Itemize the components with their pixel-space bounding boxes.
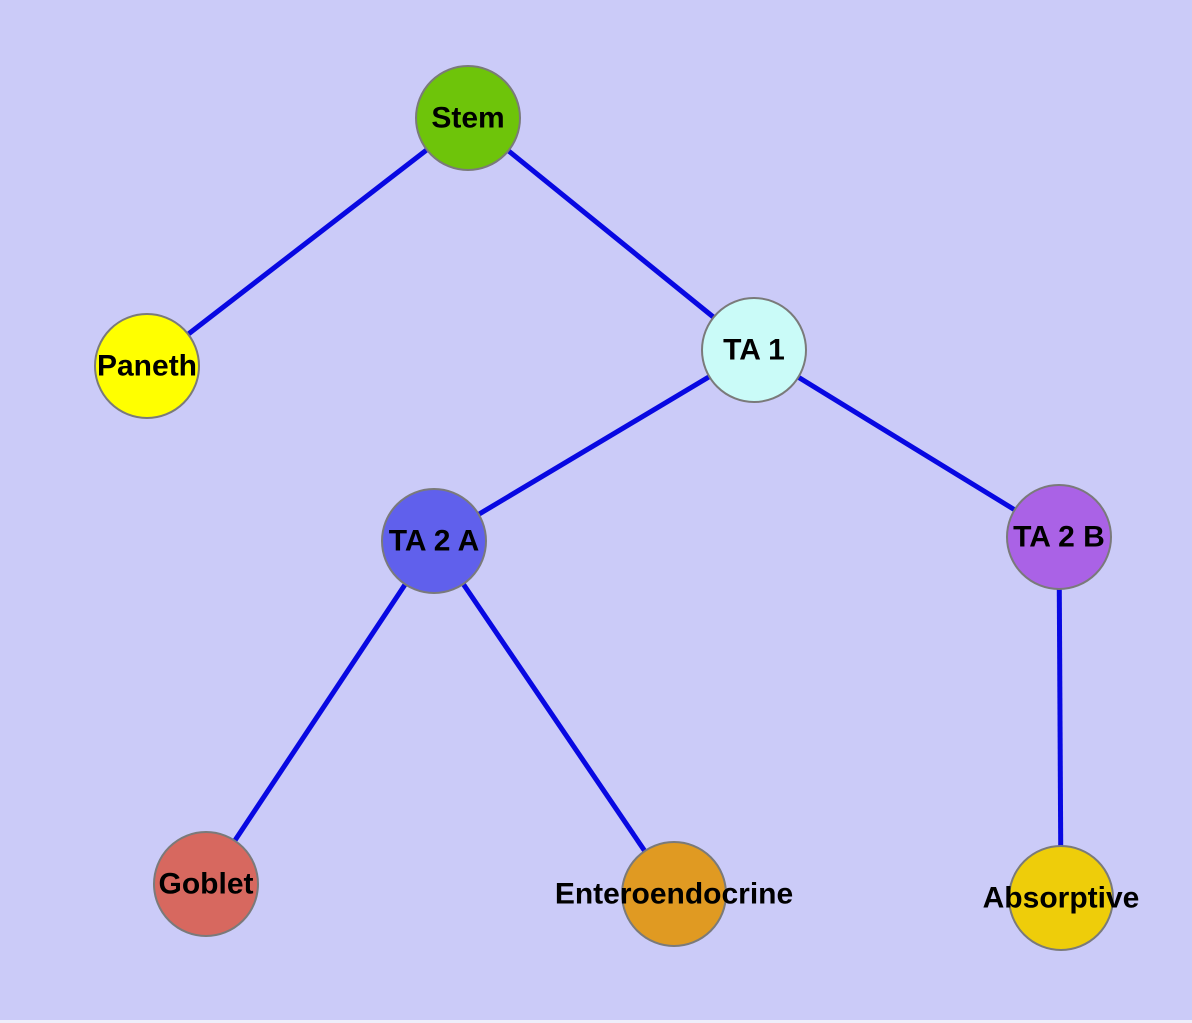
node-label-absorptive: Absorptive bbox=[983, 882, 1140, 915]
node-label-ta-1: TA 1 bbox=[723, 334, 785, 367]
edge-ta-2-a-enteroendocrine bbox=[431, 539, 677, 896]
node-absorptive[interactable] bbox=[1008, 845, 1114, 951]
bottom-strip bbox=[0, 1020, 1192, 1023]
edge-stem-paneth bbox=[145, 116, 470, 368]
node-label-ta-2-b: TA 2 B bbox=[1013, 521, 1105, 554]
node-ta-2-a[interactable] bbox=[381, 488, 487, 594]
edge-ta-2-b-absorptive bbox=[1056, 536, 1064, 899]
edge-stem-ta-1 bbox=[466, 116, 756, 352]
node-stem[interactable] bbox=[415, 65, 521, 171]
node-label-goblet: Goblet bbox=[159, 868, 254, 901]
node-enteroendocrine[interactable] bbox=[621, 841, 727, 947]
node-label-paneth: Paneth bbox=[97, 350, 197, 383]
node-label-enteroendocrine: Enteroendocrine bbox=[555, 878, 793, 911]
edge-ta-2-a-goblet bbox=[203, 539, 437, 886]
node-ta-2-b[interactable] bbox=[1006, 484, 1112, 590]
node-label-ta-2-a: TA 2 A bbox=[389, 525, 480, 558]
node-goblet[interactable] bbox=[153, 831, 259, 937]
node-label-stem: Stem bbox=[431, 102, 504, 135]
edge-ta-1-ta-2-a bbox=[432, 347, 756, 544]
edge-ta-1-ta-2-b bbox=[752, 347, 1061, 540]
node-paneth[interactable] bbox=[94, 313, 200, 419]
node-ta-1[interactable] bbox=[701, 297, 807, 403]
